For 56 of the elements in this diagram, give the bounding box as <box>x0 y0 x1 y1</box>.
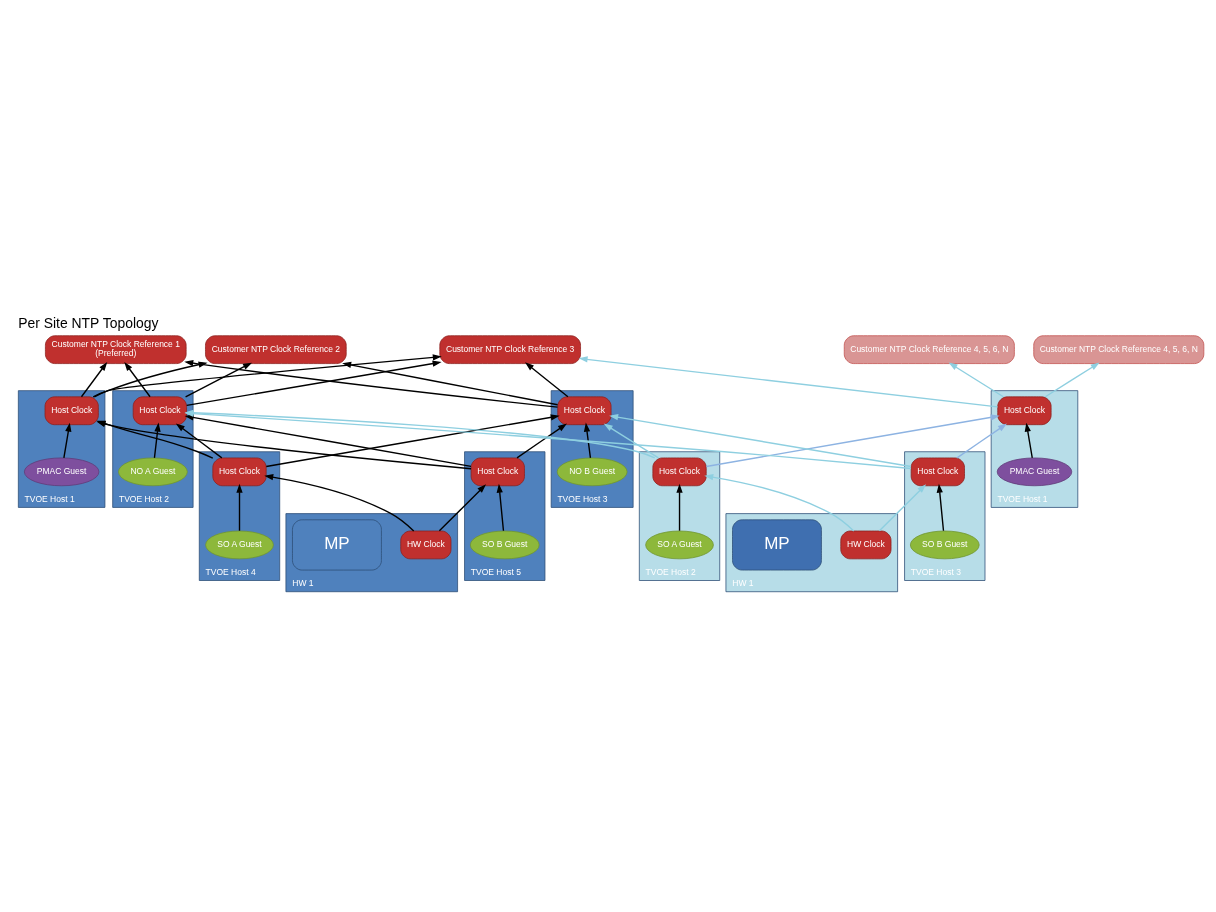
arrow <box>236 483 243 532</box>
arrow <box>92 354 442 398</box>
node-box: Customer NTP Clock Reference 2 <box>205 335 347 364</box>
node-box: Host Clock <box>997 396 1052 426</box>
arrow <box>609 414 912 468</box>
arrow <box>956 423 1007 459</box>
node-box: Customer NTP Clock Reference 3 <box>439 335 581 364</box>
diagram-title: Per Site NTP Topology <box>18 315 159 332</box>
node-box: HW Clock <box>400 530 452 560</box>
arrow <box>80 361 108 398</box>
node-box: HW Clock <box>840 530 892 560</box>
node-ellipse: SO A Guest <box>205 530 274 560</box>
arrow <box>153 422 161 459</box>
arrow <box>676 483 683 532</box>
arrow <box>496 483 505 532</box>
arrow <box>63 422 72 459</box>
arrow <box>438 484 487 532</box>
node-ellipse: SO B Guest <box>469 530 540 560</box>
node-box: Customer NTP Clock Reference 4, 5, 6, N <box>843 335 1015 364</box>
arrow <box>1044 362 1100 398</box>
arrow <box>578 356 999 408</box>
node-box: MP <box>292 519 382 571</box>
arrow <box>948 362 1005 398</box>
arrow <box>124 361 151 398</box>
arrow <box>704 474 855 532</box>
arrow <box>936 483 945 532</box>
node-ellipse: NO A Guest <box>118 457 188 487</box>
node-ellipse: NO B Guest <box>556 457 628 487</box>
arrow <box>516 423 567 459</box>
node-box: Customer NTP Clock Reference 1 (Preferred) <box>45 335 187 364</box>
node-box: Host Clock <box>470 457 525 487</box>
node-box: Host Clock <box>212 457 267 487</box>
node-ellipse: SO A Guest <box>645 530 714 560</box>
node-box: Host Clock <box>652 457 707 487</box>
node-box: Host Clock <box>132 396 187 426</box>
arrow <box>603 423 660 459</box>
node-ellipse: PMAC Guest <box>23 457 100 487</box>
arrow <box>184 414 472 468</box>
arrow <box>524 362 569 398</box>
node-box: MP <box>732 519 822 571</box>
node-box: Host Clock <box>44 396 99 426</box>
node-box: Host Clock <box>910 457 965 487</box>
arrow <box>96 420 472 470</box>
node-ellipse: PMAC Guest <box>996 457 1073 487</box>
node-ellipse: SO B Guest <box>910 530 980 560</box>
arrow <box>264 474 415 532</box>
arrow <box>175 423 223 459</box>
node-box: Customer NTP Clock Reference 4, 5, 6, N <box>1033 335 1205 364</box>
node-box: Host Clock <box>557 396 612 426</box>
arrow <box>96 420 214 459</box>
arrow <box>342 361 559 406</box>
arrow <box>583 422 592 459</box>
arrow <box>265 414 560 468</box>
arrow <box>705 414 1000 468</box>
arrow <box>878 484 927 532</box>
arrow <box>1024 422 1033 459</box>
